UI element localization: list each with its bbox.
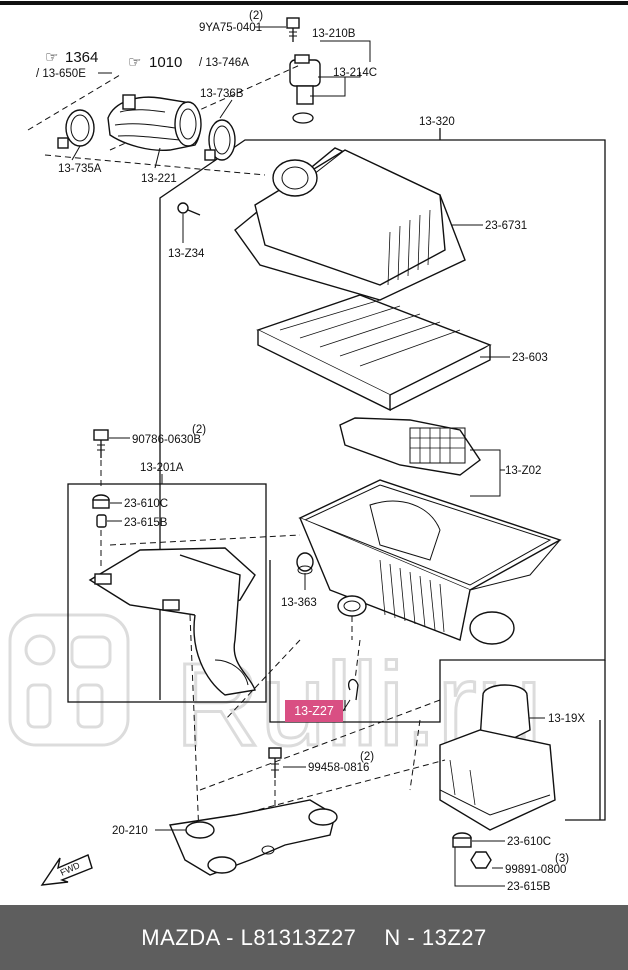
- footer-brand-part: MAZDA - L81313Z27: [141, 924, 357, 950]
- fwd-arrow-icon: FWD: [40, 854, 93, 886]
- insulator-left-part: [92, 494, 110, 509]
- ref-1364: ☞: [45, 49, 58, 66]
- lower-bracket-part: [169, 799, 338, 876]
- clamp-left-label: 13-735A: [58, 163, 102, 175]
- selected-part-label[interactable]: 13-Z27: [285, 700, 343, 722]
- bracket-assy-label: 13-201A: [140, 462, 184, 474]
- clip-13-z27-part: [337, 595, 367, 701]
- bolt-13-z34-part: [177, 202, 201, 216]
- clamp-13-736b-part: [204, 119, 236, 161]
- nut-right-qty: (3): [555, 853, 569, 865]
- maf-sensor-part: [289, 54, 321, 124]
- bolt-99458-part: [268, 747, 282, 778]
- resonator-label: 13-Z02: [505, 465, 541, 477]
- lower-case-part: [298, 479, 562, 645]
- bolt-small-label: 13-Z34: [168, 248, 205, 260]
- sensor-label: 13-210B: [312, 28, 356, 40]
- grommet-label: 13-363: [281, 597, 317, 609]
- clamp-13-735a-part: [57, 109, 95, 149]
- intake-duct-part: [107, 94, 202, 152]
- insulator-left-label: 23-610C: [124, 498, 168, 510]
- frame-label: 13-320: [419, 116, 455, 128]
- lower-case-right-part: [439, 684, 556, 831]
- sensor-oring-label: 13-214C: [333, 67, 377, 79]
- bolt-left-label: 90786-0630B: [132, 434, 201, 446]
- grommet-part: [296, 552, 314, 575]
- ref-1010-num: 1010: [149, 54, 182, 71]
- resonator-part: [339, 417, 481, 476]
- nut-right-label: 99891-0800: [505, 864, 566, 876]
- insulator-right-part: [452, 832, 472, 848]
- bolt-bottom-label: 99458-0816: [308, 762, 369, 774]
- bolt-top-qty: (2): [249, 10, 263, 22]
- bushing-left-label: 23-615B: [124, 517, 168, 529]
- bolt-left-qty: (2): [192, 424, 206, 436]
- upper-case-part: [234, 147, 466, 301]
- ref-1010: ☞: [128, 54, 141, 71]
- bracket-part: [88, 547, 256, 696]
- ref-1010-code: / 13-746A: [199, 57, 249, 69]
- bolt-bottom-qty: (2): [360, 751, 374, 763]
- parts-diagram: Rulli.ru (2) 9YA75-0401 13-210B 13-214C …: [0, 1, 628, 893]
- duct-label: 13-221: [141, 173, 177, 185]
- lower-case-assy-label: 13-19X: [548, 713, 585, 725]
- ref-1364-code: / 13-650E: [36, 68, 86, 80]
- bushing-left-part: [96, 514, 107, 528]
- bracket-assy-box: [67, 483, 267, 703]
- footer-bar: MAZDA - L81313Z27 N - 13Z27: [0, 905, 628, 970]
- lower-bracket-label: 20-210: [112, 825, 148, 837]
- clamp-right-label: 13-736B: [200, 88, 244, 100]
- footer-ref: N - 13Z27: [384, 924, 487, 950]
- insulator-right-label: 23-610C: [507, 836, 551, 848]
- bolt-90786-part: [93, 429, 109, 458]
- filter-label: 23-603: [512, 352, 548, 364]
- upper-case-label: 23-6731: [485, 220, 527, 232]
- nut-right-part: [470, 851, 492, 869]
- bolt-top-label: 9YA75-0401: [199, 22, 262, 34]
- ref-1364-num: 1364: [65, 49, 98, 66]
- bolt-9ya75-part: [286, 17, 300, 42]
- air-filter-part: [256, 294, 492, 412]
- bushing-right-label: 23-615B: [507, 881, 551, 893]
